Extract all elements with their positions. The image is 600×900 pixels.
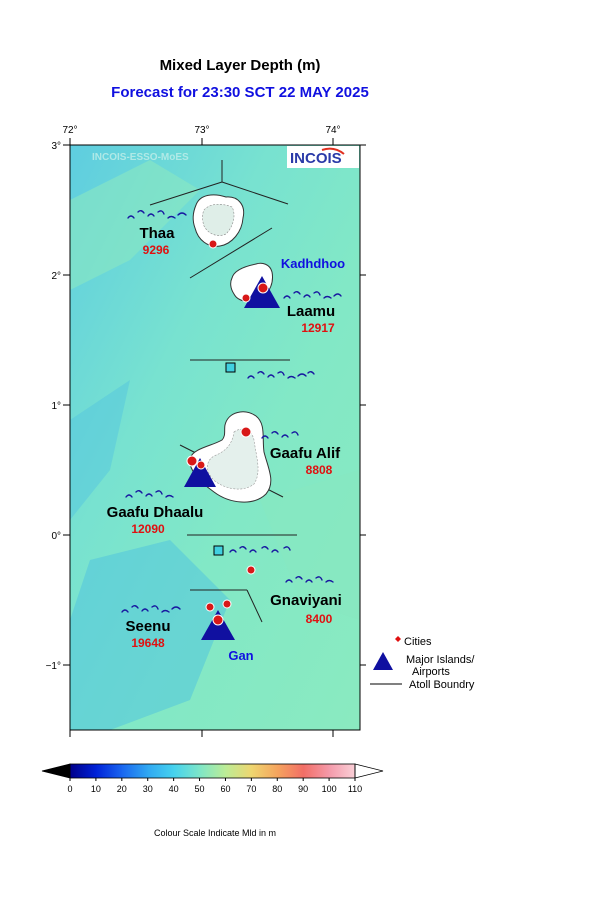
city-marker [246, 565, 256, 575]
colorbar-swatch [173, 764, 201, 778]
sea-shading [70, 540, 230, 730]
colorbar-swatch [70, 764, 97, 778]
legend-airport-triangle-icon [373, 652, 393, 670]
colorbar: 0 10 20 30 40 50 60 70 80 90 100 110 [67, 764, 362, 794]
atoll-name-laamu: Laamu [287, 303, 335, 320]
colorbar-swatch [329, 764, 356, 778]
city-markers [186, 239, 269, 626]
lat-tick-label: 0° [51, 531, 61, 542]
sandbank-marker [225, 362, 236, 373]
lon-tick-label: 72° [62, 125, 77, 136]
map-frame [69, 144, 361, 731]
city-marker [186, 455, 198, 467]
colorbar-swatch [225, 764, 252, 778]
colorbar-tick-label: 90 [298, 784, 308, 794]
colorbar-upper-arrow [354, 763, 384, 779]
atoll-name-gaafu-dhaalu: Gaafu Dhaalu [107, 504, 204, 521]
atoll-value-laamu: 12917 [301, 321, 335, 335]
thaa-lagoon [202, 204, 235, 236]
colorbar-tick-label: 50 [195, 784, 205, 794]
dhivehi-channel-label [247, 371, 315, 379]
city-marker [212, 614, 224, 626]
dhivehi-labels [121, 210, 342, 613]
sea-shading [260, 470, 360, 620]
atoll-value-gnaviyani: 8400 [306, 612, 333, 626]
colorbar-lower-arrow [41, 763, 71, 779]
lat-tick-label: −1° [46, 661, 61, 672]
atoll-name-seenu: Seenu [125, 618, 170, 635]
colorbar-frame [69, 763, 356, 779]
dhivehi-laamu-label [283, 291, 342, 299]
colorbar-swatch [303, 764, 330, 778]
colorbar-tick-label: 110 [348, 784, 362, 794]
colorbar-tick-label: 70 [246, 784, 256, 794]
lat-tick-label: 1° [51, 401, 61, 412]
dhivehi-gaafu-dhaalu-label [125, 490, 174, 498]
lat-tick-label: 3° [51, 141, 61, 152]
colorbar-tick-label: 0 [67, 784, 72, 794]
dhivehi-gaafu-alif-label [261, 431, 299, 439]
colorbar-tick-label: 10 [91, 784, 101, 794]
legend-islands-line1: Major Islands/ [406, 654, 475, 666]
incois-logo: INCOIS [290, 150, 342, 167]
airport-name-kadhdhoo: Kadhdhoo [281, 256, 345, 271]
gaafu-lagoon [207, 428, 259, 490]
sea-shading [70, 160, 200, 290]
colorbar-swatch [147, 764, 175, 778]
colorbar-tick-label: 40 [169, 784, 179, 794]
atoll-value-thaa: 9296 [143, 243, 170, 257]
dhivehi-seenu-label [121, 605, 181, 613]
atoll-value-gaafu-dhaalu: 12090 [131, 522, 165, 536]
atoll-name-thaa: Thaa [139, 225, 175, 242]
colorbar-swatch [251, 764, 278, 778]
legend-city-diamond-icon [395, 636, 401, 642]
sandbank-marker [213, 545, 224, 556]
dhivehi-gnaviyani-label [285, 576, 334, 583]
incois-logo-swoosh [321, 147, 345, 155]
dhivehi-equatorial-label [229, 546, 291, 553]
atoll-name-gnaviyani: Gnaviyani [270, 592, 342, 609]
legend-islands-label: Major Islands/ Airports [406, 654, 474, 678]
colorbar-swatch [277, 764, 304, 778]
sea-shading [70, 380, 130, 520]
colorbar-swatch [95, 764, 123, 778]
city-marker [208, 239, 218, 249]
colorbar-tick-label: 60 [220, 784, 230, 794]
lon-tick-label: 73° [194, 125, 209, 136]
lon-tick-label: 74° [325, 125, 340, 136]
colorbar-swatch [199, 764, 226, 778]
dhivehi-thaa-label [127, 210, 187, 219]
atoll-name-gaafu-alif: Gaafu Alif [270, 445, 341, 462]
axis-ticks [63, 138, 366, 737]
lat-tick-label: 2° [51, 271, 61, 282]
city-marker [257, 282, 269, 294]
map-title: Mixed Layer Depth (m) [159, 57, 321, 74]
forecast-subtitle: Forecast for 23:30 SCT 22 MAY 2025 [111, 84, 369, 101]
atoll-value-seenu: 19648 [131, 636, 165, 650]
colorbar-tick-label: 100 [322, 784, 337, 794]
colorbar-caption: Colour Scale Indicate Mld in m [153, 828, 277, 838]
atoll-value-gaafu-alif: 8808 [306, 463, 333, 477]
city-marker [205, 602, 215, 612]
legend-cities-label: Cities [404, 636, 432, 648]
colorbar-tick-label: 20 [117, 784, 127, 794]
gaafu-dhaalu-airport-triangle [184, 458, 216, 487]
legend-islands-line2: Airports [412, 666, 450, 678]
city-marker [196, 460, 206, 470]
airport-name-gan: Gan [228, 648, 253, 663]
watermark-text: INCOIS-ESSO-MoES [92, 152, 189, 163]
city-marker [241, 293, 251, 303]
colorbar-tick-label: 80 [272, 784, 282, 794]
colorbar-swatch [121, 764, 149, 778]
colorbar-tick-label: 30 [143, 784, 153, 794]
legend-boundary-label: Atoll Boundry [409, 679, 475, 691]
city-marker [222, 599, 232, 609]
city-marker [240, 426, 252, 438]
